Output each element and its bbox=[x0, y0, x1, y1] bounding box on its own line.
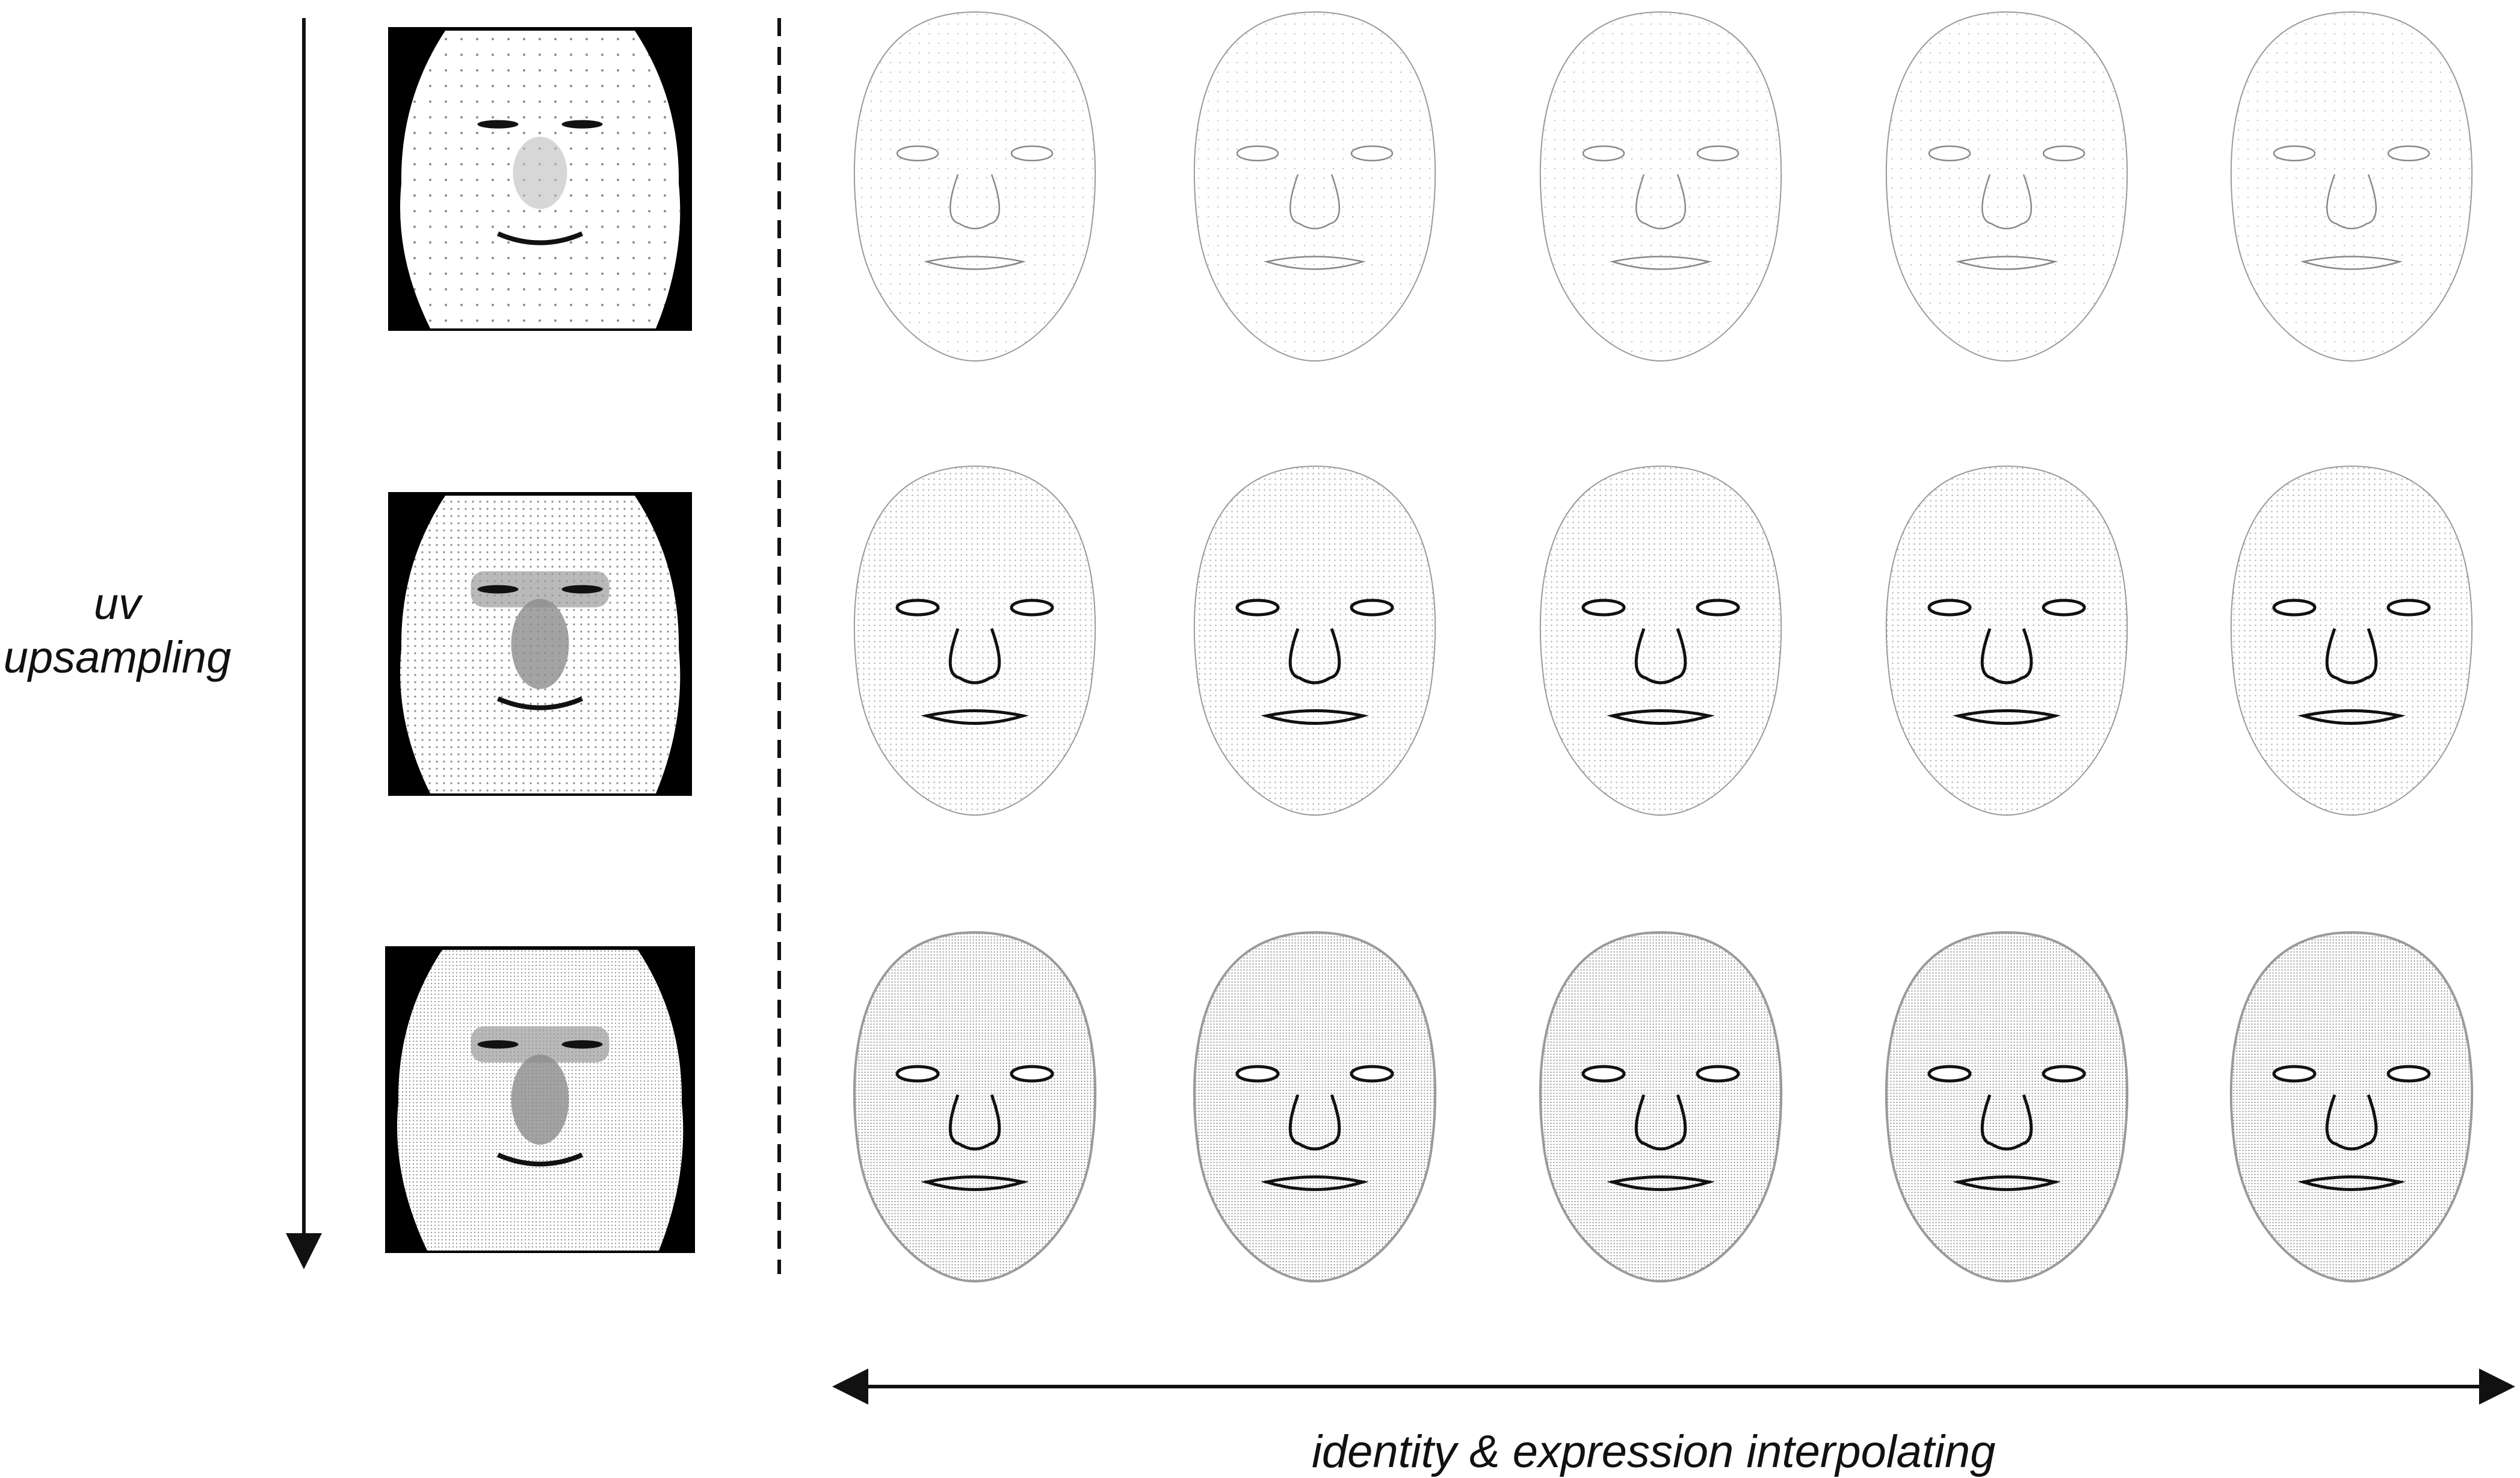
interpolation-label: identity & expression interpolating bbox=[1312, 1426, 1996, 1477]
uv-map-1 bbox=[388, 27, 692, 331]
face-mesh-r1-c4 bbox=[1885, 11, 2128, 362]
face-mesh-r3-c4 bbox=[1885, 931, 2129, 1283]
uv-map-column bbox=[385, 27, 695, 1253]
face-mesh-r1-c2 bbox=[1193, 11, 1436, 362]
face-mesh-r3-c2 bbox=[1193, 931, 1437, 1283]
face-mesh-grid bbox=[853, 11, 2474, 1283]
face-mesh-r2-c5 bbox=[2230, 465, 2473, 816]
face-mesh-r3-c5 bbox=[2229, 931, 2474, 1283]
face-mesh-r3-c1 bbox=[853, 931, 1097, 1283]
face-mesh-r1-c3 bbox=[1539, 11, 1782, 362]
uv-map-3 bbox=[385, 946, 695, 1253]
uv-label-line1: uv bbox=[93, 579, 141, 629]
face-mesh-r1-c1 bbox=[853, 11, 1096, 362]
face-mesh-r3-c3 bbox=[1539, 931, 1783, 1283]
uv-map-2 bbox=[388, 492, 692, 796]
face-mesh-r2-c4 bbox=[1885, 465, 2128, 816]
uv-upsampling-label: uv upsampling bbox=[0, 577, 235, 685]
face-mesh-r2-c3 bbox=[1539, 465, 1782, 816]
face-mesh-r2-c1 bbox=[853, 465, 1096, 816]
face-mesh-r2-c2 bbox=[1193, 465, 1436, 816]
uv-label-line2: upsampling bbox=[3, 632, 232, 682]
face-mesh-r1-c5 bbox=[2230, 11, 2473, 362]
